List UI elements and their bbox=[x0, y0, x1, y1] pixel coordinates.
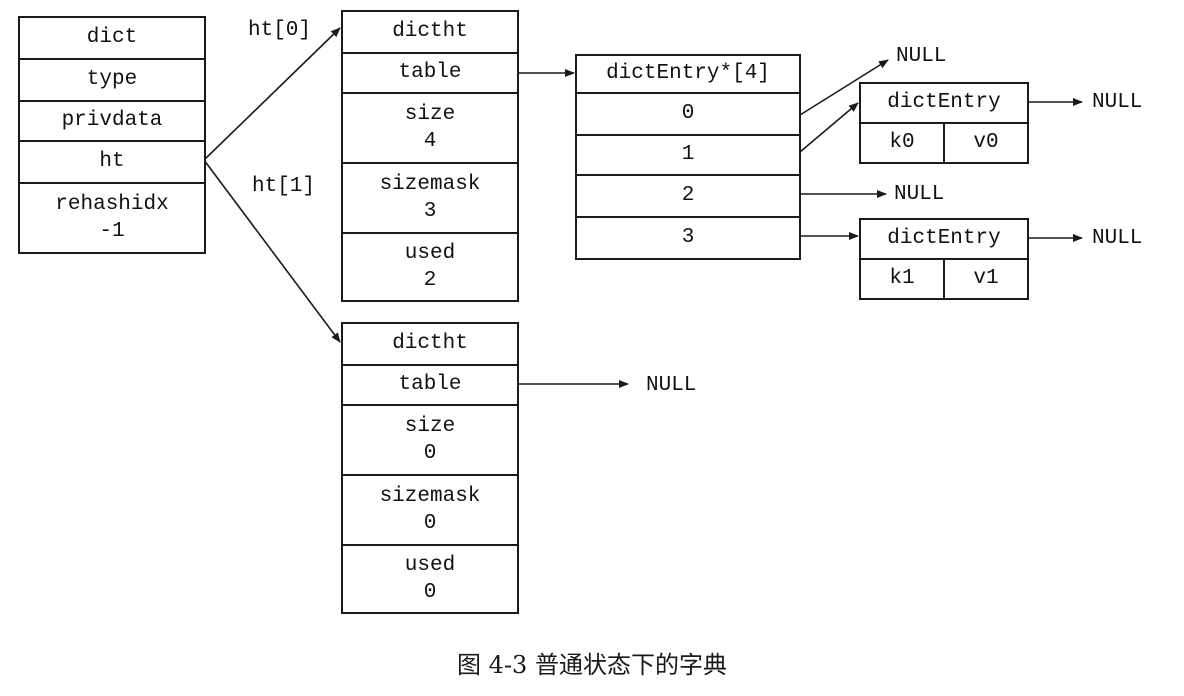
bucket-1-index: 1 bbox=[681, 143, 695, 167]
bucket-2-cell: 2 bbox=[575, 174, 801, 218]
bucket-0-index: 0 bbox=[681, 102, 695, 126]
bucket-1-cell: 1 bbox=[575, 134, 801, 176]
ht1-sizemask-value: 0 bbox=[423, 512, 437, 535]
ht1-size-label: size bbox=[404, 414, 456, 438]
entry1-value: v1 bbox=[973, 267, 999, 291]
dict-ht-cell: ht bbox=[18, 140, 206, 184]
entry0-next-null: NULL bbox=[1092, 91, 1143, 114]
entry0-key: k0 bbox=[889, 131, 915, 155]
entry0-value-cell: v0 bbox=[943, 122, 1029, 164]
entry1-title: dictEntry bbox=[887, 227, 1001, 251]
entry1-next-null: NULL bbox=[1092, 227, 1143, 250]
bucket-0-null: NULL bbox=[896, 45, 947, 68]
ht1-sizemask-label: sizemask bbox=[379, 484, 481, 508]
entry1-value-cell: v1 bbox=[943, 258, 1029, 300]
ht1-used-label: used bbox=[404, 553, 456, 577]
bucket-array-title: dictEntry*[4] bbox=[606, 62, 770, 86]
bucket-2-index: 2 bbox=[681, 184, 695, 208]
ht1-sizemask-cell: sizemask 0 bbox=[341, 474, 519, 546]
entry1-key-cell: k1 bbox=[859, 258, 945, 300]
arrow-bucket0-to-null bbox=[799, 59, 889, 116]
rehashidx-value: -1 bbox=[99, 220, 125, 243]
ht0-table-cell: table bbox=[341, 52, 519, 94]
arrow-ht1 bbox=[203, 159, 341, 343]
ht0-label: ht[0] bbox=[248, 19, 312, 42]
ht1-used-cell: used 0 bbox=[341, 544, 519, 614]
bucket-0-cell: 0 bbox=[575, 92, 801, 136]
dict-type-field: type bbox=[86, 68, 138, 92]
ht0-sizemask-cell: sizemask 3 bbox=[341, 162, 519, 234]
arrow-ht0 bbox=[203, 27, 341, 161]
entry1-key: k1 bbox=[889, 267, 915, 291]
bucket-3-index: 3 bbox=[681, 226, 695, 250]
ht1-title: dictht bbox=[392, 332, 468, 356]
dict-privdata-field: privdata bbox=[61, 109, 163, 133]
dict-title: dict bbox=[86, 26, 138, 50]
ht1-table-cell: table bbox=[341, 364, 519, 406]
ht0-size-value: 4 bbox=[423, 130, 437, 153]
arrow-bucket1-to-entry0 bbox=[799, 102, 859, 153]
bucket-2-null: NULL bbox=[894, 183, 945, 206]
ht0-sizemask-label: sizemask bbox=[379, 172, 481, 196]
dict-rehashidx-cell: rehashidx -1 bbox=[18, 182, 206, 254]
ht1-size-cell: size 0 bbox=[341, 404, 519, 476]
entry1-title-cell: dictEntry bbox=[859, 218, 1029, 260]
entry0-title: dictEntry bbox=[887, 91, 1001, 115]
ht1-size-value: 0 bbox=[423, 442, 437, 465]
ht0-used-cell: used 2 bbox=[341, 232, 519, 302]
ht0-sizemask-value: 3 bbox=[423, 200, 437, 223]
ht0-title: dictht bbox=[392, 20, 468, 44]
ht1-used-value: 0 bbox=[423, 581, 437, 604]
ht0-used-label: used bbox=[404, 241, 456, 265]
figure-caption: 图 4-3 普通状态下的字典 bbox=[457, 651, 727, 679]
ht1-table-null: NULL bbox=[646, 374, 697, 397]
ht1-table-label: table bbox=[398, 373, 462, 397]
ht0-used-value: 2 bbox=[423, 269, 437, 292]
rehashidx-label: rehashidx bbox=[55, 192, 169, 216]
bucket-array-title-cell: dictEntry*[4] bbox=[575, 54, 801, 94]
ht0-title-cell: dictht bbox=[341, 10, 519, 54]
entry0-value: v0 bbox=[973, 131, 999, 155]
ht1-label: ht[1] bbox=[252, 175, 316, 198]
dict-type-cell: type bbox=[18, 58, 206, 102]
entry0-title-cell: dictEntry bbox=[859, 82, 1029, 124]
dict-privdata-cell: privdata bbox=[18, 100, 206, 142]
ht1-title-cell: dictht bbox=[341, 322, 519, 366]
ht0-size-label: size bbox=[404, 102, 456, 126]
dict-ht-field: ht bbox=[99, 150, 125, 174]
entry0-key-cell: k0 bbox=[859, 122, 945, 164]
dict-title-cell: dict bbox=[18, 16, 206, 60]
ht0-table-label: table bbox=[398, 61, 462, 85]
ht0-size-cell: size 4 bbox=[341, 92, 519, 164]
bucket-3-cell: 3 bbox=[575, 216, 801, 260]
